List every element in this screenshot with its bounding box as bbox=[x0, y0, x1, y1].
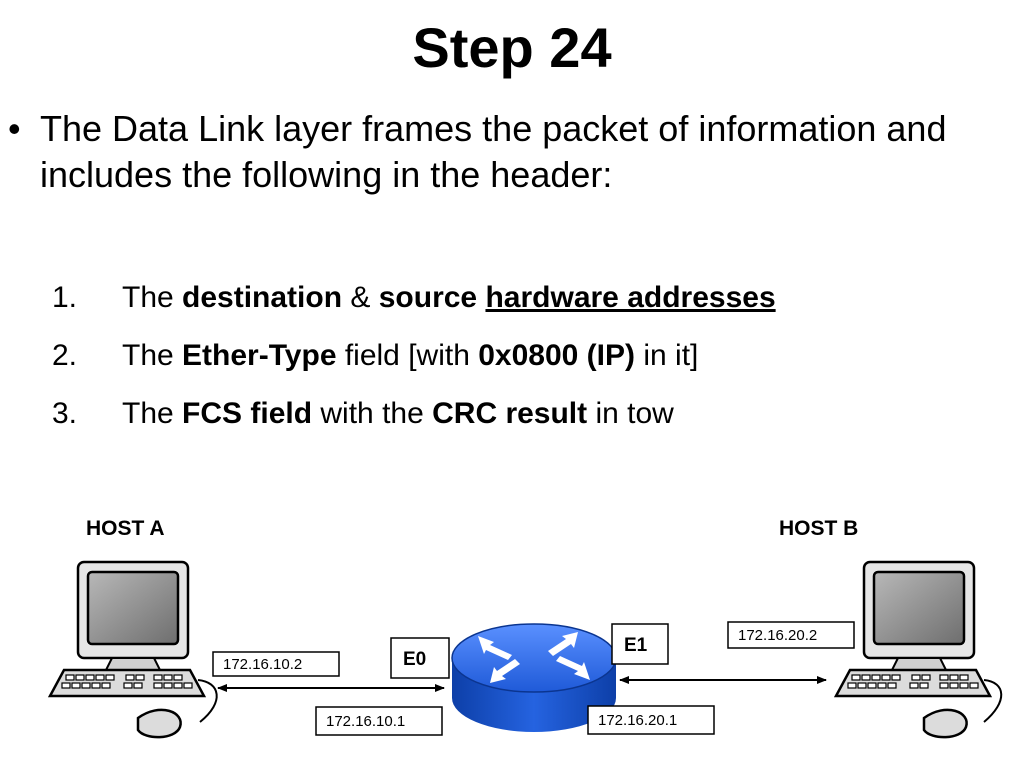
host-b-label: HOST B bbox=[779, 517, 858, 540]
host-a-computer-icon bbox=[47, 560, 218, 739]
list-segment: The bbox=[122, 339, 183, 372]
bullet-text: The Data Link layer frames the packet of… bbox=[40, 108, 947, 195]
list-segment: hardware addresses bbox=[485, 281, 776, 314]
list-segment: in tow bbox=[587, 397, 674, 430]
host-a-label: HOST A bbox=[86, 517, 165, 540]
list-segment: field [with bbox=[336, 339, 479, 372]
network-diagram: HOST A HOST B bbox=[47, 517, 1003, 739]
router-icon bbox=[451, 623, 617, 732]
router-e0-label: E0 bbox=[403, 649, 426, 670]
host-a-ip: 172.16.10.2 bbox=[223, 656, 302, 673]
list-text: The FCS field with the CRC result in tow bbox=[122, 396, 674, 432]
router-e1-ip: 172.16.20.1 bbox=[598, 712, 677, 729]
router-e1-label-box: E1 bbox=[611, 623, 669, 665]
list-segment: FCS field bbox=[182, 397, 313, 430]
list-segment: with the bbox=[312, 397, 433, 430]
list-segment: CRC result bbox=[432, 397, 588, 430]
list-segment: 0x0800 (IP) bbox=[478, 339, 636, 372]
host-a-ip-box: 172.16.10.2 bbox=[212, 651, 340, 677]
list-segment: The bbox=[122, 281, 183, 314]
host-b-ip-box: 172.16.20.2 bbox=[727, 621, 855, 649]
router-e0-ip: 172.16.10.1 bbox=[326, 713, 405, 730]
list-text: The destination & source hardware addres… bbox=[122, 280, 776, 316]
router-e0-ip-box: 172.16.10.1 bbox=[315, 706, 443, 736]
list-segment: source bbox=[378, 281, 478, 314]
list-segment: & bbox=[342, 281, 379, 314]
list-number: 3. bbox=[52, 397, 78, 430]
list-segment: The bbox=[122, 397, 183, 430]
list-segment: Ether-Type bbox=[182, 339, 337, 372]
bullet-point: • The Data Link layer frames the packet … bbox=[8, 106, 948, 198]
slide-title: Step 24 bbox=[412, 16, 612, 79]
list-segment: in it] bbox=[635, 339, 699, 372]
host-b-ip: 172.16.20.2 bbox=[738, 627, 817, 644]
list-number: 1. bbox=[52, 281, 78, 314]
router-e0-label-box: E0 bbox=[390, 637, 450, 679]
host-b-computer-icon bbox=[833, 560, 1003, 739]
bullet-symbol: • bbox=[8, 108, 21, 149]
list-number: 2. bbox=[52, 339, 78, 372]
router-e1-ip-box: 172.16.20.1 bbox=[587, 705, 715, 735]
list-segment: destination bbox=[182, 281, 343, 314]
list-text: The Ether-Type field [with 0x0800 (IP) i… bbox=[122, 338, 698, 374]
router-e1-label: E1 bbox=[624, 635, 648, 656]
